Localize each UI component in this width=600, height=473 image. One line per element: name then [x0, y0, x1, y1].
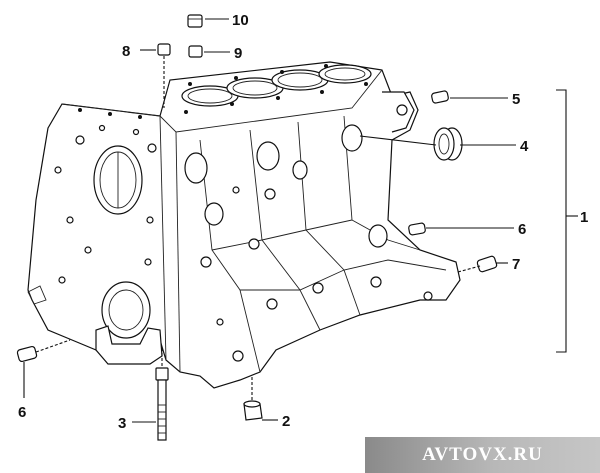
callout-2: 2: [282, 413, 290, 430]
engine-block: [27, 61, 461, 389]
callout-4: 4: [520, 138, 529, 155]
callout-1: 1: [580, 209, 588, 226]
part-5-dowel: [431, 90, 449, 104]
watermark-banner: AVTOVX.RU: [365, 437, 600, 473]
part-9-sleeve: [188, 45, 203, 58]
part-6-dowel-left: [16, 345, 38, 363]
callout-6-right: 6: [518, 221, 526, 238]
leader-lines: [23, 18, 578, 423]
callout-6-left: 6: [18, 404, 26, 421]
callout-10: 10: [232, 12, 249, 29]
part-3-bolt: [155, 367, 169, 441]
callout-5: 5: [512, 91, 520, 108]
callout-3: 3: [118, 415, 126, 432]
part-10-plug: [187, 14, 203, 28]
callout-8: 8: [122, 43, 130, 60]
part-4-seal-ring: [433, 127, 463, 161]
part-6-dowel-right: [408, 222, 426, 236]
callout-9: 9: [234, 45, 242, 62]
watermark-text: AVTOVX.RU: [422, 444, 543, 465]
part-7-sleeve: [476, 255, 498, 273]
part-8-sleeve: [157, 43, 171, 56]
callout-7: 7: [512, 256, 520, 273]
part-2-sleeve: [243, 400, 263, 421]
